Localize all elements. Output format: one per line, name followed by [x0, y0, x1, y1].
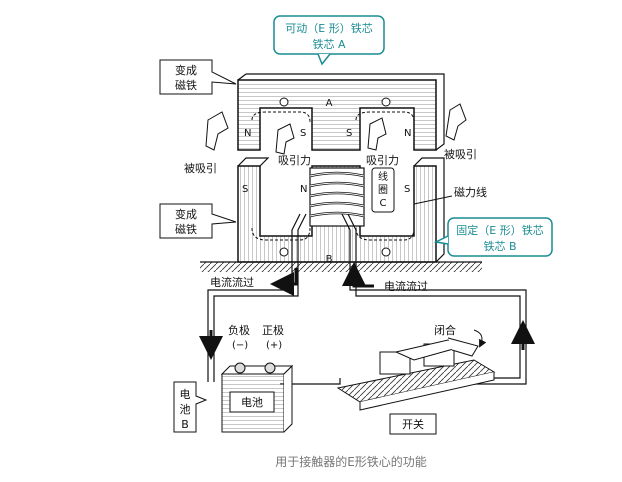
battery: 电池 负极 (−) 正极 (+) [220, 323, 294, 433]
label-attraction-left: 吸引力 [278, 153, 311, 167]
coil-c [309, 167, 365, 227]
coil-label: 线 圈 C [371, 167, 395, 213]
svg-text:变成: 变成 [175, 207, 197, 221]
svg-text:线: 线 [378, 170, 388, 183]
label-current-right: 电流流过 [384, 279, 428, 293]
callout-movable-core: 可动（E 形）铁芯 铁芯 A [273, 15, 385, 66]
battery-label: 电池 [241, 396, 263, 409]
pole-top-2: S [300, 128, 306, 139]
svg-text:B: B [181, 418, 189, 431]
flux-lines-label: 磁力线 [413, 185, 487, 205]
callout-top-line2: 铁芯 A [312, 37, 345, 51]
svg-text:磁力线: 磁力线 [454, 185, 487, 199]
svg-text:池: 池 [180, 403, 191, 416]
svg-text:磁铁: 磁铁 [175, 223, 197, 236]
movable-core-a: A [237, 73, 445, 151]
callout-top-line1: 可动（E 形）铁芯 [285, 21, 372, 35]
svg-text:固定（E 形）铁芯: 固定（E 形）铁芯 [456, 223, 543, 237]
pole-top-1: N [244, 128, 251, 139]
switch: 闭合 开关 [336, 323, 496, 435]
neg-pole-label: 负极 [228, 323, 250, 337]
svg-text:变成: 变成 [175, 63, 197, 77]
label-b: B [326, 254, 333, 265]
poles-top: N S S N [244, 128, 411, 139]
label-attracted-left: 被吸引 [184, 161, 217, 175]
pole-bottom-4: S [404, 184, 410, 195]
tag-magnet-top: 变成 磁铁 [159, 59, 237, 95]
svg-text:铁芯 B: 铁芯 B [483, 239, 516, 253]
closed-label: 闭合 [434, 323, 456, 337]
svg-text:电: 电 [180, 388, 191, 401]
battery-tag: 电 池 B [173, 381, 208, 433]
pos-pole-label: 正极 [262, 323, 284, 337]
current-arrows: 电流流过 电流流过 [199, 262, 535, 360]
label-attraction-right: 吸引力 [366, 153, 399, 167]
label-a: A [326, 98, 333, 109]
switch-label: 开关 [402, 417, 424, 431]
label-current-left: 电流流过 [210, 275, 254, 289]
circuit-wires [207, 213, 527, 385]
pole-top-4: N [404, 128, 411, 139]
figure-caption: 用于接触器的E形铁心的功能 [275, 454, 427, 469]
pole-top-3: S [346, 128, 352, 139]
svg-text:圈: 圈 [378, 184, 388, 196]
label-attracted-right: 被吸引 [444, 147, 477, 161]
pole-bottom-2: N [300, 184, 307, 195]
pole-bottom-1: S [242, 184, 248, 195]
base-ground [200, 261, 482, 272]
tag-magnet-bottom: 变成 磁铁 [159, 203, 237, 239]
svg-text:C: C [380, 198, 387, 209]
attracted-pieces-left: 被吸引 吸引力 [184, 111, 311, 175]
svg-text:(+): (+) [266, 340, 282, 351]
attracted-pieces-right: 被吸引 吸引力 [366, 103, 477, 167]
callout-fixed-core: 固定（E 形）铁芯 铁芯 B [433, 217, 553, 257]
svg-text:磁铁: 磁铁 [175, 79, 197, 92]
svg-text:(−): (−) [232, 340, 248, 351]
